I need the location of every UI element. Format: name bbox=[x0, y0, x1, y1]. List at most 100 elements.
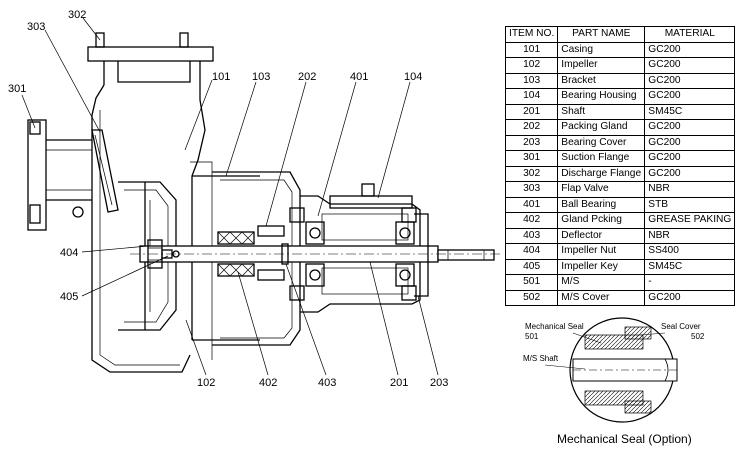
item-no: 302 bbox=[504, 165, 559, 182]
part-name: Packing Gland bbox=[557, 119, 646, 136]
part-name: Bracket bbox=[557, 72, 646, 89]
callout-405: 405 bbox=[60, 291, 78, 303]
material: GC200 bbox=[644, 150, 736, 167]
casing-outline bbox=[91, 84, 260, 373]
part-name: Impeller bbox=[557, 57, 646, 74]
material: GC200 bbox=[644, 41, 736, 58]
shaft bbox=[130, 245, 500, 263]
part-name: Bearing Cover bbox=[557, 134, 646, 151]
material: - bbox=[644, 274, 736, 291]
flap-valve bbox=[91, 129, 119, 213]
parts-table-header: ITEM NO. PART NAME MATERIAL bbox=[504, 26, 736, 43]
item-no: 102 bbox=[504, 57, 559, 74]
item-no: 202 bbox=[504, 119, 559, 136]
callout-404: 404 bbox=[60, 247, 78, 259]
material: GC200 bbox=[644, 134, 736, 151]
item-no: 405 bbox=[504, 258, 559, 275]
material: SM45C bbox=[644, 103, 736, 120]
part-name: Impeller Key bbox=[557, 258, 646, 275]
callout-101: 101 bbox=[212, 71, 230, 83]
material: GC200 bbox=[644, 88, 736, 105]
part-name: Deflector bbox=[557, 227, 646, 244]
part-name: Impeller Nut bbox=[557, 243, 646, 260]
material: SS400 bbox=[644, 243, 736, 260]
material: SM45C bbox=[644, 258, 736, 275]
item-no: 101 bbox=[504, 41, 559, 58]
part-name: Discharge Flange bbox=[557, 165, 646, 182]
seal-label-shaft: M/S Shaft bbox=[523, 354, 559, 363]
seal-leaders bbox=[544, 332, 666, 370]
material: NBR bbox=[644, 227, 736, 244]
part-name: Gland Pcking bbox=[557, 212, 646, 229]
bearing-cover bbox=[414, 213, 429, 297]
callout-numbers: 302 303 301 101 103 202 401 104 404 405 … bbox=[8, 9, 448, 389]
material: GC200 bbox=[644, 289, 736, 306]
callout-301: 301 bbox=[8, 83, 26, 95]
item-no: 303 bbox=[504, 181, 559, 198]
header-item-no: ITEM NO. bbox=[504, 26, 559, 43]
material: GC200 bbox=[644, 119, 736, 136]
leader-lines bbox=[21, 17, 439, 376]
callout-403: 403 bbox=[318, 377, 336, 389]
part-name: Casing bbox=[557, 41, 646, 58]
item-no: 201 bbox=[504, 103, 559, 120]
material: GREASE PAKING bbox=[644, 212, 736, 229]
part-name: M/S Cover bbox=[557, 289, 646, 306]
part-name: Ball Bearing bbox=[557, 196, 646, 213]
item-no: 404 bbox=[504, 243, 559, 260]
part-name: Flap Valve bbox=[557, 181, 646, 198]
callout-202: 202 bbox=[298, 71, 316, 83]
seal-label-mechanical: Mechanical Seal bbox=[525, 322, 584, 331]
item-no: 502 bbox=[504, 289, 559, 306]
seal-title: Mechanical Seal (Option) bbox=[557, 432, 692, 446]
seal-detail-circle bbox=[569, 317, 678, 423]
part-name: Bearing Housing bbox=[557, 88, 646, 105]
item-no: 501 bbox=[504, 274, 559, 291]
callout-302: 302 bbox=[68, 9, 86, 21]
item-no: 104 bbox=[504, 88, 559, 105]
mechanical-seal-detail: Mechanical Seal 501 Seal Cover 502 M/S S… bbox=[523, 317, 705, 446]
item-no: 203 bbox=[504, 134, 559, 151]
seal-label-cover: Seal Cover bbox=[661, 322, 701, 331]
discharge-flange bbox=[87, 32, 214, 100]
item-no: 401 bbox=[504, 196, 559, 213]
callout-102: 102 bbox=[197, 377, 215, 389]
header-material: MATERIAL bbox=[644, 26, 736, 43]
item-no: 103 bbox=[504, 72, 559, 89]
item-no: 403 bbox=[504, 227, 559, 244]
material: GC200 bbox=[644, 72, 736, 89]
deflector bbox=[281, 243, 289, 265]
material: GC200 bbox=[644, 165, 736, 182]
item-no: 301 bbox=[504, 150, 559, 167]
callout-104: 104 bbox=[404, 71, 422, 83]
header-part-name: PART NAME bbox=[557, 26, 646, 43]
callout-402: 402 bbox=[259, 377, 277, 389]
seal-label-501: 501 bbox=[525, 332, 539, 341]
material: NBR bbox=[644, 181, 736, 198]
material: STB bbox=[644, 196, 736, 213]
callout-201: 201 bbox=[390, 377, 408, 389]
seal-label-502: 502 bbox=[691, 332, 705, 341]
item-no: 402 bbox=[504, 212, 559, 229]
callout-303: 303 bbox=[27, 21, 45, 33]
callout-401: 401 bbox=[350, 71, 368, 83]
part-name: M/S bbox=[557, 274, 646, 291]
material: GC200 bbox=[644, 57, 736, 74]
